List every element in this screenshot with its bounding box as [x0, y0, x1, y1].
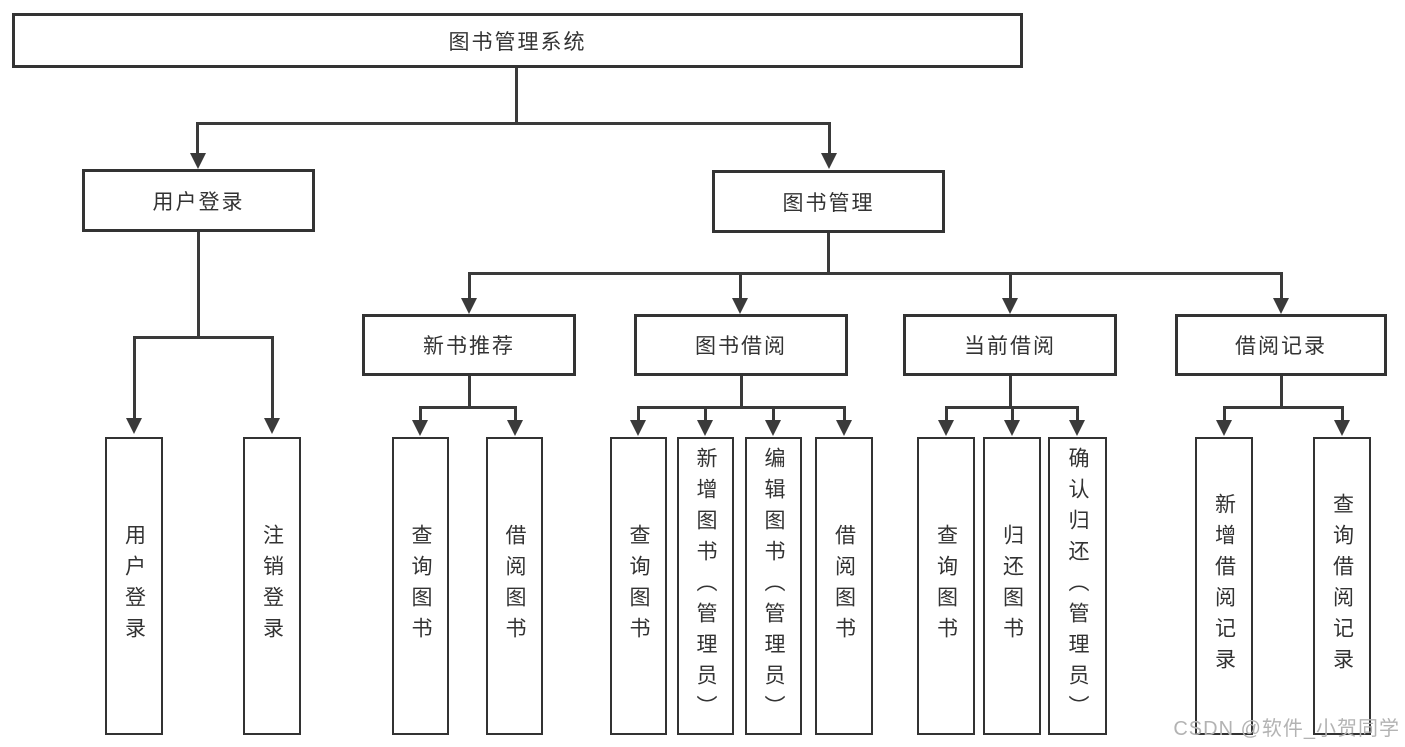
connector-line	[1341, 406, 1344, 422]
connector-line	[945, 406, 948, 422]
node-leaf-bb-borrow-books-label: 借阅图书	[832, 524, 856, 648]
node-leaf-cb-confirm-return-admin-label: 确认归还（管理员）	[1066, 446, 1089, 726]
arrowhead-down-icon	[412, 420, 428, 436]
arrowhead-down-icon	[1334, 420, 1350, 436]
connector-line	[1223, 406, 1226, 422]
connector-line	[1076, 406, 1079, 422]
arrowhead-down-icon	[836, 420, 852, 436]
node-leaf-bb-add-books-admin-label: 新增图书（管理员）	[694, 446, 717, 726]
arrowhead-down-icon	[821, 153, 837, 169]
node-root: 图书管理系统	[12, 13, 1023, 68]
connector-line	[1011, 406, 1014, 422]
node-leaf-bb-edit-books-admin-label: 编辑图书（管理员）	[762, 446, 785, 726]
arrowhead-down-icon	[1004, 420, 1020, 436]
connector-line	[637, 406, 846, 409]
arrowhead-down-icon	[507, 420, 523, 436]
node-leaf-logout-label: 注销登录	[260, 524, 284, 648]
connector-line	[419, 406, 517, 409]
node-user-login-label: 用户登录	[152, 190, 245, 214]
connector-line	[468, 272, 1283, 275]
node-leaf-user-login-label: 用户登录	[122, 524, 146, 648]
arrowhead-down-icon	[126, 418, 142, 434]
node-leaf-bb-add-books-admin: 新增图书（管理员）	[677, 437, 734, 735]
connector-line	[1280, 376, 1283, 408]
node-current-borrow-label: 当前借阅	[964, 335, 1056, 358]
node-leaf-logout: 注销登录	[243, 437, 301, 735]
connector-line	[740, 376, 743, 408]
connector-line	[133, 336, 274, 339]
node-leaf-br-query-record-label: 查询借阅记录	[1330, 493, 1354, 679]
arrowhead-down-icon	[1216, 420, 1232, 436]
node-leaf-cb-return-books-label: 归还图书	[1000, 524, 1024, 648]
arrowhead-down-icon	[190, 153, 206, 169]
connector-line	[196, 122, 199, 155]
node-new-book-recommend-label: 新书推荐	[423, 335, 515, 358]
connector-line	[419, 406, 422, 422]
node-user-login: 用户登录	[82, 169, 315, 232]
node-leaf-br-add-record: 新增借阅记录	[1195, 437, 1253, 735]
connector-line	[196, 122, 830, 125]
node-book-management: 图书管理	[712, 170, 945, 233]
arrowhead-down-icon	[938, 420, 954, 436]
arrowhead-down-icon	[461, 298, 477, 314]
connector-line	[637, 406, 640, 422]
connector-line	[468, 376, 471, 408]
arrowhead-down-icon	[697, 420, 713, 436]
connector-line	[515, 68, 518, 123]
node-leaf-nb-borrow-books-label: 借阅图书	[503, 524, 526, 648]
connector-line	[468, 272, 471, 300]
node-root-label: 图书管理系统	[448, 30, 587, 54]
connector-line	[843, 406, 846, 422]
node-leaf-br-query-record: 查询借阅记录	[1313, 437, 1371, 735]
node-book-borrow-label: 图书借阅	[695, 335, 787, 358]
node-leaf-br-add-record-label: 新增借阅记录	[1212, 493, 1236, 679]
node-leaf-cb-query-books-label: 查询图书	[934, 524, 958, 648]
arrowhead-down-icon	[1273, 298, 1289, 314]
node-borrow-records: 借阅记录	[1175, 314, 1387, 376]
connector-line	[1009, 272, 1012, 300]
node-current-borrow: 当前借阅	[903, 314, 1117, 376]
node-leaf-nb-borrow-books: 借阅图书	[486, 437, 543, 735]
node-leaf-bb-query-books-label: 查询图书	[627, 524, 650, 648]
arrowhead-down-icon	[732, 298, 748, 314]
node-leaf-cb-query-books: 查询图书	[917, 437, 975, 735]
node-new-book-recommend: 新书推荐	[362, 314, 576, 376]
watermark: CSDN @软件_小贺同学	[1173, 718, 1400, 740]
node-leaf-user-login: 用户登录	[105, 437, 163, 735]
node-leaf-bb-borrow-books: 借阅图书	[815, 437, 873, 735]
node-book-management-label: 图书管理	[782, 191, 875, 215]
node-book-borrow: 图书借阅	[634, 314, 848, 376]
connector-line	[514, 406, 517, 422]
node-borrow-records-label: 借阅记录	[1235, 335, 1327, 358]
node-leaf-bb-edit-books-admin: 编辑图书（管理员）	[745, 437, 802, 735]
connector-line	[704, 406, 707, 422]
node-leaf-cb-return-books: 归还图书	[983, 437, 1041, 735]
connector-line	[197, 232, 200, 338]
connector-line	[827, 233, 830, 274]
node-leaf-nb-query-books-label: 查询图书	[409, 524, 432, 648]
arrowhead-down-icon	[1002, 298, 1018, 314]
node-leaf-bb-query-books: 查询图书	[610, 437, 667, 735]
node-leaf-nb-query-books: 查询图书	[392, 437, 449, 735]
arrowhead-down-icon	[264, 418, 280, 434]
connector-line	[739, 272, 742, 300]
connector-line	[772, 406, 775, 422]
connector-line	[271, 336, 274, 420]
connector-line	[1223, 406, 1344, 409]
arrowhead-down-icon	[630, 420, 646, 436]
node-leaf-cb-confirm-return-admin: 确认归还（管理员）	[1048, 437, 1107, 735]
arrowhead-down-icon	[1069, 420, 1085, 436]
connector-line	[828, 122, 831, 155]
connector-line	[1009, 376, 1012, 408]
connector-line	[133, 336, 136, 420]
connector-line	[1280, 272, 1283, 300]
arrowhead-down-icon	[765, 420, 781, 436]
